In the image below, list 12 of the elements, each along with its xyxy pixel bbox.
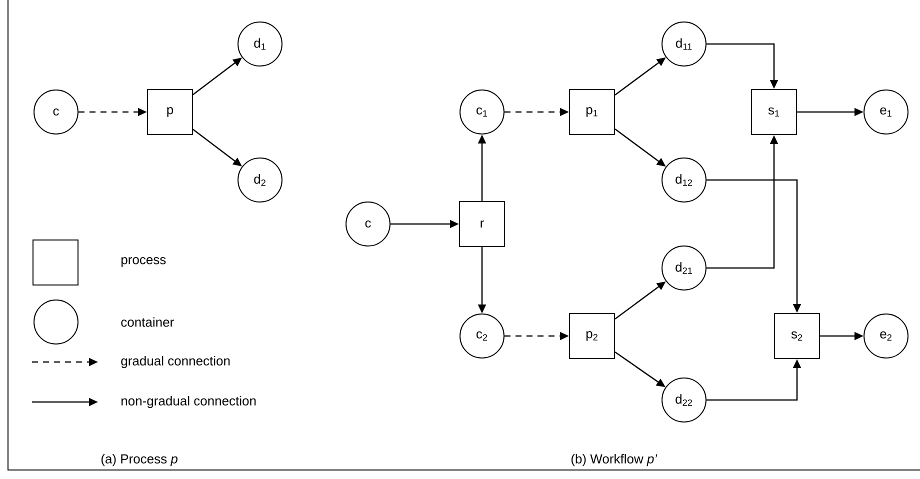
caption: (a) Process p <box>101 454 178 466</box>
process-box: p$_{2}$ <box>569 313 615 359</box>
legend-label: gradual connection <box>121 356 230 368</box>
process-box: s$_{1}$ <box>751 89 798 135</box>
process-box: p$_{1}$ <box>569 89 615 135</box>
process-box: r <box>459 201 505 247</box>
process-box: s$_{2}$ <box>774 313 820 359</box>
process-box: p <box>147 89 193 135</box>
legend-label: non-gradual connection <box>122 396 256 408</box>
caption: (b) Workflow p’ <box>571 454 658 466</box>
legend-label: container <box>121 317 174 327</box>
legend-label: process <box>121 257 166 267</box>
